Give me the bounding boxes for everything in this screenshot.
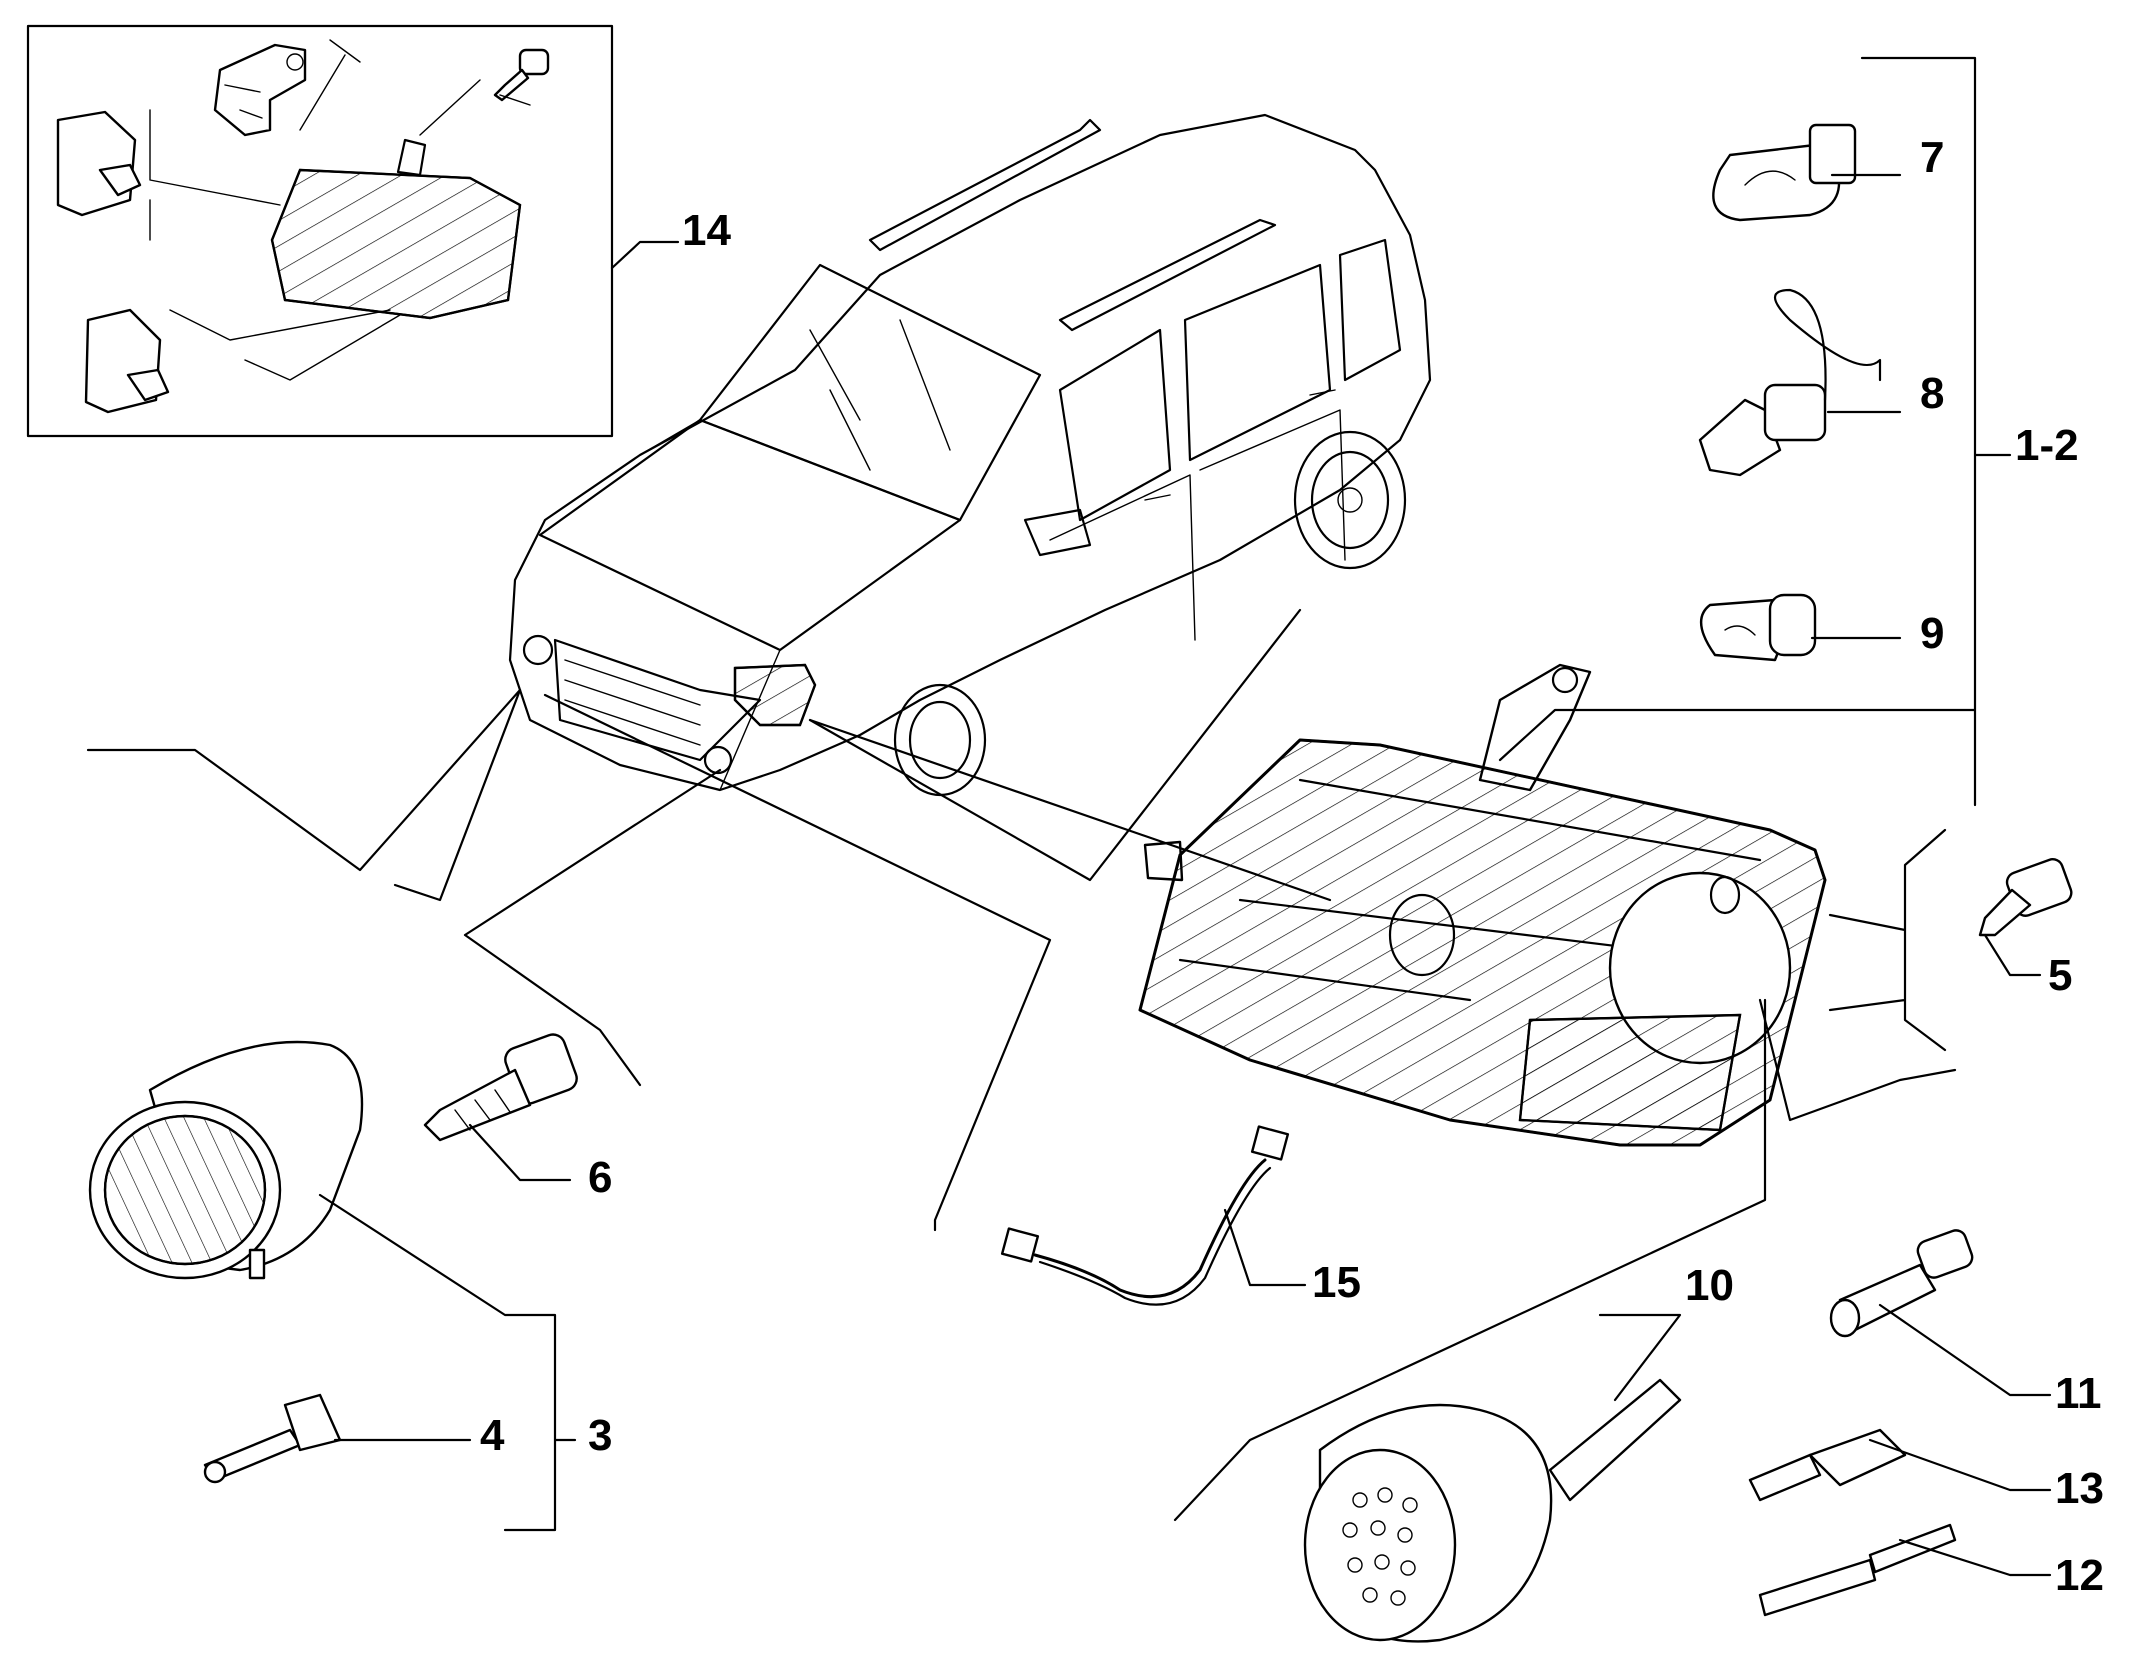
wedge-bulb-icon bbox=[1712, 123, 1857, 222]
pin-11-icon bbox=[1829, 1229, 1974, 1338]
callout-12: 12 bbox=[2055, 1551, 2104, 1600]
callout-14: 14 bbox=[682, 206, 731, 255]
callout-9: 9 bbox=[1920, 609, 1944, 658]
callout-6: 6 bbox=[588, 1153, 612, 1202]
inset-headlamp-icon bbox=[270, 138, 522, 320]
bayonet-bulb-icon bbox=[1700, 593, 1817, 662]
screw-5-icon bbox=[1978, 858, 2073, 937]
callout-15: 15 bbox=[1312, 1258, 1361, 1307]
round-connector-icon bbox=[1303, 1378, 1682, 1643]
callout-8: 8 bbox=[1920, 369, 1944, 418]
screw-6-icon bbox=[423, 1033, 578, 1142]
terminal-12-icon bbox=[1758, 1523, 1957, 1617]
inset-detail-box bbox=[26, 24, 614, 438]
connector-pins bbox=[1342, 1487, 1418, 1606]
callout-13: 13 bbox=[2055, 1464, 2104, 1513]
front-wheel-icon bbox=[893, 683, 987, 797]
h3-bulb-icon bbox=[203, 1393, 342, 1484]
callout-labels: 14 7 8 1-2 9 5 6 3 4 15 10 11 13 12 bbox=[480, 133, 2104, 1600]
vehicle-outline bbox=[508, 113, 1432, 797]
terminal-13-icon bbox=[1748, 1428, 1907, 1502]
capless-bulb-with-lead-icon bbox=[1698, 288, 1882, 477]
clip-upper-icon bbox=[56, 110, 142, 217]
leader-lines bbox=[86, 56, 2052, 1577]
inset-screw-icon bbox=[493, 48, 550, 102]
callout-1-2: 1-2 bbox=[2015, 421, 2079, 470]
fog-lamp-icon bbox=[88, 1040, 364, 1280]
headlamp-assembly-icon bbox=[1138, 663, 1827, 1147]
callout-3: 3 bbox=[588, 1411, 612, 1460]
rear-wheel-icon bbox=[1293, 430, 1407, 570]
clip-lower-icon bbox=[84, 308, 170, 414]
callout-11: 11 bbox=[2055, 1369, 2102, 1418]
callout-10: 10 bbox=[1685, 1261, 1734, 1310]
wiring-harness-icon bbox=[1000, 1125, 1290, 1306]
callout-7: 7 bbox=[1920, 133, 1944, 182]
mounting-bracket-icon bbox=[213, 43, 307, 137]
callout-4: 4 bbox=[480, 1411, 505, 1460]
callout-5: 5 bbox=[2048, 951, 2072, 1000]
